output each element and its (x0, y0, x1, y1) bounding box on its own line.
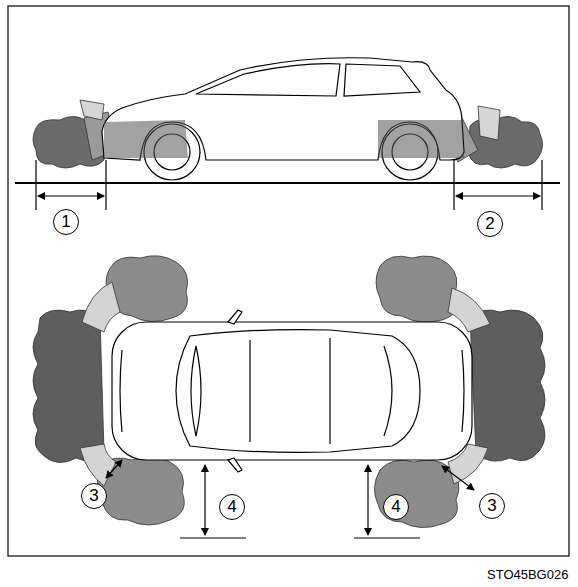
callout-number: 1 (53, 209, 79, 235)
callout-number: 3 (479, 493, 505, 519)
callout-number: 3 (81, 483, 107, 509)
callout-number: 2 (477, 211, 503, 237)
callout-number: 4 (383, 494, 409, 520)
callout-number: 4 (219, 494, 245, 520)
figure-code: STO45BG026 (487, 567, 568, 582)
